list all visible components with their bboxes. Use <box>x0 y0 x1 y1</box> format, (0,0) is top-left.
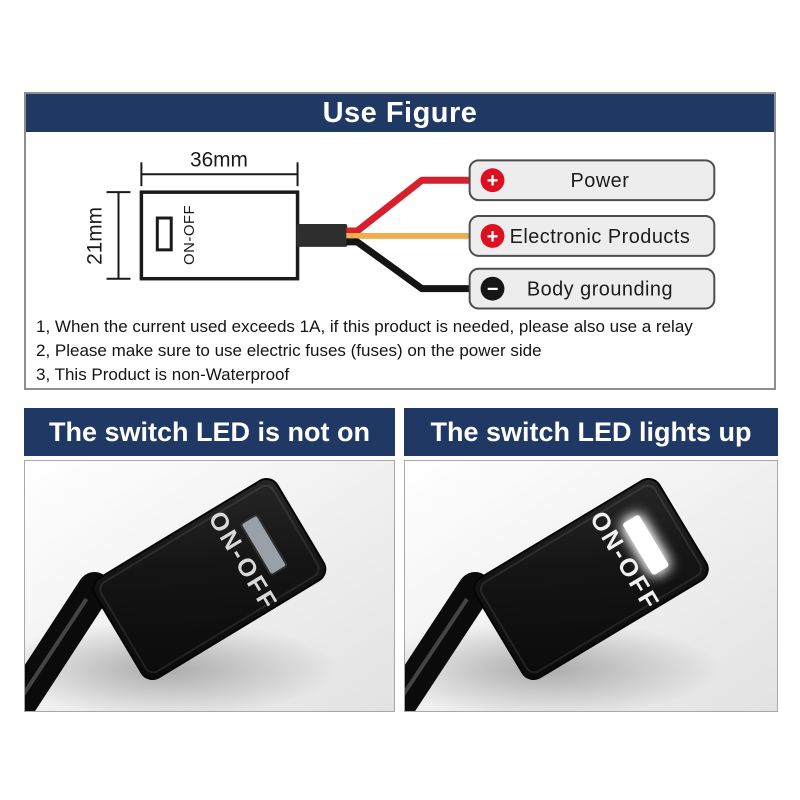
led-window-off <box>240 514 288 576</box>
use-figure-header: Use Figure <box>26 94 774 132</box>
led-off-header: The switch LED is not on <box>24 408 395 456</box>
width-dimension: 36mm <box>140 148 299 187</box>
note-item: 2, Please make sure to use electric fuse… <box>36 341 542 360</box>
height-dimension-label: 21mm <box>84 207 107 265</box>
use-figure-title: Use Figure <box>322 96 478 129</box>
photo-led-on: ON-OFF <box>404 460 778 712</box>
led-off-title: The switch LED is not on <box>48 416 370 447</box>
note-item: 3, This Product is non-Waterproof <box>36 365 290 384</box>
notes-list: 1, When the current used exceeds 1A, if … <box>26 312 774 388</box>
plus-symbol: + <box>487 226 499 248</box>
plus-icon <box>480 168 505 193</box>
switch-body: ON-OFF <box>92 478 327 680</box>
ground-label-box: − Body grounding <box>468 267 716 310</box>
power-label-box: + Power <box>468 159 716 202</box>
wiring-diagram: 36mm 21mm ON-OFF <box>26 132 774 312</box>
plus-symbol: + <box>487 170 499 192</box>
plus-icon <box>480 223 505 248</box>
led-window-on <box>623 515 669 575</box>
cable-stub <box>296 223 348 247</box>
led-off-panel: The switch LED is not on <box>24 408 395 712</box>
led-on-panel: The switch LED lights up <box>404 408 778 712</box>
led-window-outline <box>155 216 173 252</box>
minus-icon <box>480 276 505 301</box>
power-label: Power <box>571 170 630 192</box>
switch-cable <box>25 572 112 711</box>
switch-body: ON-OFF <box>473 478 709 680</box>
width-dimension-label: 36mm <box>190 148 248 171</box>
led-on-header: The switch LED lights up <box>404 408 778 456</box>
switch-onoff-label: ON-OFF <box>181 205 198 265</box>
use-figure-panel: Use Figure 36mm 21mm <box>24 92 776 390</box>
switch-shadow <box>405 621 720 711</box>
minus-symbol: − <box>487 279 499 301</box>
electronics-label: Electronic Products <box>510 226 691 248</box>
photo-led-off: ON-OFF <box>24 460 395 712</box>
photo-led-off-svg: ON-OFF <box>25 461 394 711</box>
ground-label: Body grounding <box>527 279 673 301</box>
note-item: 1, When the current used exceeds 1A, if … <box>36 317 693 336</box>
power-wire <box>346 176 471 235</box>
electronics-label-box: + Electronic Products <box>468 215 716 257</box>
height-dimension: 21mm <box>84 191 131 280</box>
photo-led-on-svg: ON-OFF <box>405 461 777 711</box>
switch-shadow <box>25 621 338 711</box>
wiring-diagram-svg: 36mm 21mm ON-OFF <box>84 148 716 310</box>
ground-wire <box>346 238 471 293</box>
led-on-title: The switch LED lights up <box>430 416 752 447</box>
switch-cable <box>405 572 492 711</box>
